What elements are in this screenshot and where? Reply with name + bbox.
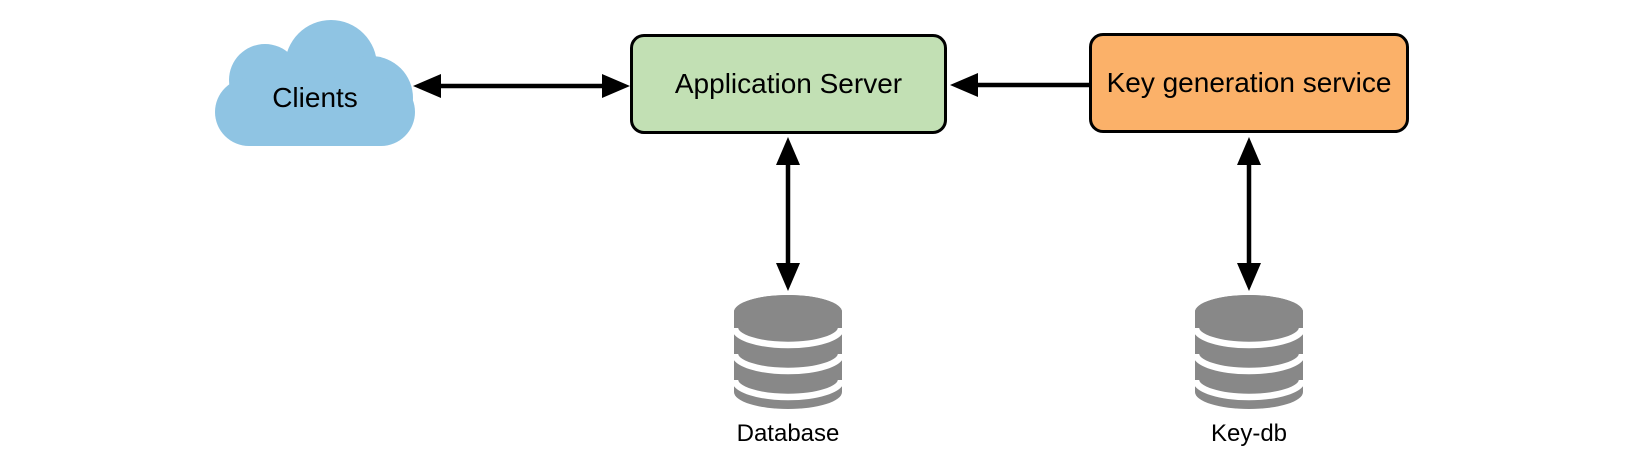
edge-clients-appserver-arrow — [413, 74, 630, 98]
edge-keyservice-appserver-arrow — [950, 73, 1089, 97]
node-key-db: Key-db — [1195, 294, 1303, 447]
database-cylinder-icon — [734, 295, 842, 409]
edge-keyservice-keydb-arrow — [1237, 137, 1261, 291]
node-database: Database — [734, 294, 842, 447]
keydb-cylinder-icon — [1195, 295, 1303, 409]
key-db-label: Key-db — [1210, 420, 1288, 447]
cloud-icon — [215, 20, 415, 146]
database-label: Database — [736, 420, 840, 447]
edge-appserver-database-arrow — [776, 137, 800, 291]
clients-label: Clients — [272, 82, 358, 113]
node-key-service: Key generation service — [1089, 33, 1409, 133]
node-app-server: Application Server — [630, 34, 947, 134]
node-clients: Clients — [213, 14, 417, 148]
